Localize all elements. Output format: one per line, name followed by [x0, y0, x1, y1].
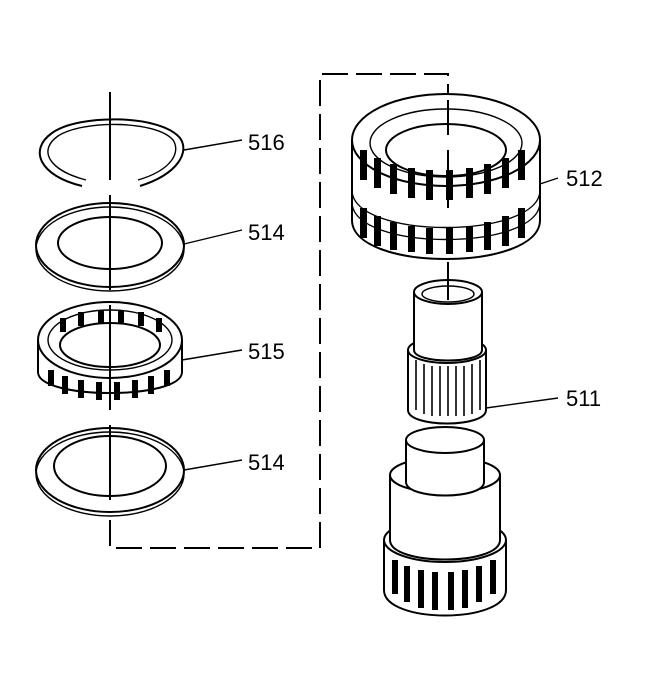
callout-514-upper: 514 — [248, 220, 285, 245]
leader-line-512 — [539, 177, 559, 185]
leader-line-511 — [485, 397, 559, 409]
callout-516: 516 — [248, 130, 285, 155]
shaft-splines — [415, 360, 481, 416]
housing-ring-teeth — [360, 150, 525, 254]
leader-line-516 — [183, 139, 243, 151]
snap-ring-516 — [38, 118, 185, 187]
assembly-path-dashed-line — [109, 73, 449, 549]
leader-line-514-upper — [183, 229, 243, 245]
leader-line-515 — [181, 349, 243, 361]
callout-515: 515 — [248, 339, 285, 364]
callout-512: 512 — [566, 166, 603, 191]
leader-line-514-lower — [183, 459, 243, 471]
callout-514-lower: 514 — [248, 450, 285, 475]
housing-ring-512 — [351, 93, 541, 260]
shaft-gear-teeth — [392, 560, 496, 610]
leader-lines — [181, 139, 559, 471]
output-shaft-511 — [383, 279, 507, 617]
bearing-rollers — [48, 310, 170, 400]
callout-511: 511 — [566, 386, 601, 411]
